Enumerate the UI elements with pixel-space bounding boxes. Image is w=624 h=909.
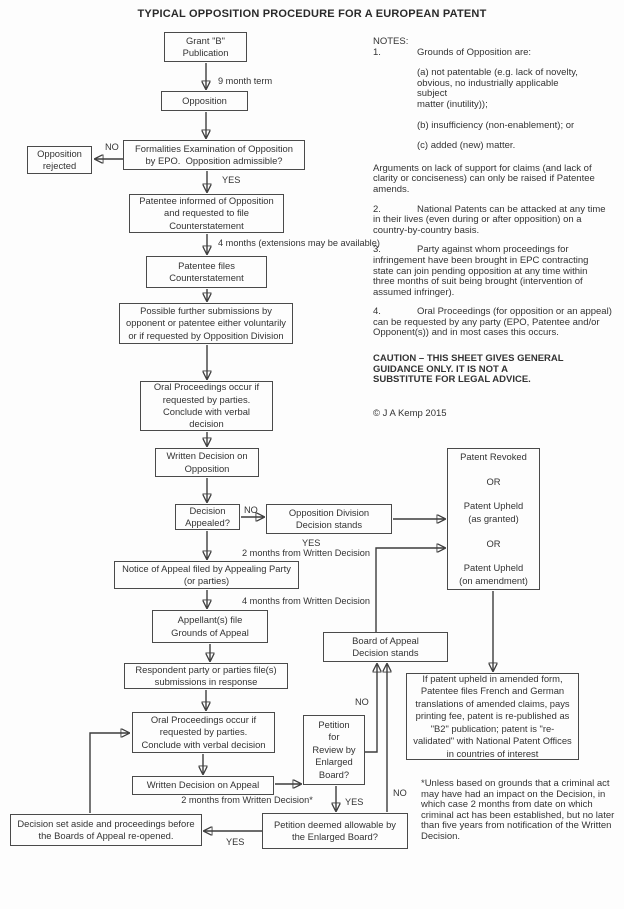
node-board-of-appeal-decision-stands: Board of Appeal Decision stands (323, 632, 448, 662)
edge-label-four-months-written: 4 months from Written Decision (242, 596, 370, 606)
edge-label-yes-formalities: YES (222, 175, 241, 185)
node-opposition: Opposition (161, 91, 248, 111)
edge-setaside-to-oralappeal (89, 733, 128, 813)
node-petition-for-review: Petition for Review by Enlarged Board? (303, 715, 365, 785)
edge-label-no-allowable: NO (393, 788, 407, 798)
note-4-number: 4. (373, 306, 381, 318)
note-1a: (a) not patentable (e.g. lack of novelty… (417, 67, 578, 110)
note-arguments: Arguments on lack of support for claims … (373, 162, 595, 195)
edge-label-two-months-written-star: 2 months from Written Decision* (181, 795, 313, 805)
copyright-text: © J A Kemp 2015 (373, 407, 447, 419)
node-opposition-rejected: Opposition rejected (27, 146, 92, 174)
node-respondent-submissions: Respondent party or parties file(s) subm… (124, 663, 288, 689)
note-2-number: 2. (373, 203, 381, 215)
node-appellants-file-grounds: Appellant(s) file Grounds of Appeal (152, 610, 268, 643)
edge-label-no-appealed: NO (244, 505, 258, 515)
edge-label-no-formalities: NO (105, 142, 119, 152)
note-1-text: Grounds of Opposition are: (417, 46, 532, 58)
asterisk-footnote: *Unless based on grounds that a criminal… (421, 778, 615, 842)
node-patentee-informed: Patentee informed of Opposition and requ… (129, 194, 284, 233)
edge-label-nine-month-term: 9 month term (218, 76, 273, 86)
node-oral-proceedings-appeal: Oral Proceedings occur if requested by p… (132, 712, 275, 753)
edge-label-two-months-written: 2 months from Written Decision (242, 548, 370, 558)
edge-label-no-petition: NO (355, 697, 369, 707)
note-4: 4.Oral Proceedings (for opposition or an… (373, 306, 623, 339)
edge-label-yes-appealed: YES (302, 538, 321, 548)
note-4-text: Oral Proceedings (for opposition or an a… (373, 306, 612, 339)
note-3-text: Party against whom proceedings for infri… (373, 244, 589, 298)
node-notice-of-appeal: Notice of Appeal filed by Appealing Part… (114, 561, 299, 589)
node-petition-deemed-allowable: Petition deemed allowable by the Enlarge… (262, 813, 408, 849)
edge-label-yes-allowable: YES (226, 837, 245, 847)
node-opposition-division-decision-stands: Opposition Division Decision stands (266, 504, 392, 534)
edge-petition-no-to-boastands (365, 665, 377, 753)
node-written-decision-appeal: Written Decision on Appeal (132, 776, 274, 795)
notes-column: NOTES: 1. Grounds of Opposition are: (a) … (373, 36, 623, 419)
edge-label-four-months-extensions: 4 months (extensions may be available) (218, 238, 380, 248)
node-patent-outcome: Patent Revoked OR Patent Upheld (as gran… (447, 448, 540, 590)
node-formalities-examination: Formalities Examination of Opposition by… (123, 140, 305, 170)
node-further-submissions: Possible further submissions by opponent… (119, 303, 293, 344)
node-decision-set-aside: Decision set aside and proceedings befor… (10, 814, 202, 846)
edge-label-yes-petition: YES (345, 797, 364, 807)
edge-boastands-to-outcome (375, 548, 444, 632)
node-oral-proceedings-opposition: Oral Proceedings occur if requested by p… (140, 381, 273, 431)
note-3: 3.Party against whom proceedings for inf… (373, 244, 623, 298)
note-1c: (c) added (new) matter. (417, 140, 516, 152)
node-decision-appealed: Decision Appealed? (175, 504, 240, 530)
node-grant-b-publication: Grant "B" Publication (164, 32, 247, 62)
note-2: 2.National Patents can be attacked at an… (373, 203, 623, 237)
node-written-decision-opposition: Written Decision on Opposition (155, 448, 259, 477)
node-patentee-files-counterstatement: Patentee files Counterstatement (146, 256, 267, 288)
note-1-number: 1. (373, 46, 381, 58)
note-1: 1. Grounds of Opposition are: (373, 46, 623, 59)
caution-text: CAUTION – THIS SHEET GIVES GENERAL GUIDA… (373, 353, 564, 386)
note-2-text: National Patents can be attacked at any … (373, 203, 606, 236)
note-3-number: 3. (373, 244, 381, 256)
notes-heading: NOTES: (373, 36, 409, 47)
note-1b: (b) insufficiency (non-enablement); or (417, 119, 575, 131)
page-title: TYPICAL OPPOSITION PROCEDURE FOR A EUROP… (137, 8, 487, 20)
node-patent-upheld-amended-procedure: If patent upheld in amended form, Patent… (406, 673, 579, 760)
